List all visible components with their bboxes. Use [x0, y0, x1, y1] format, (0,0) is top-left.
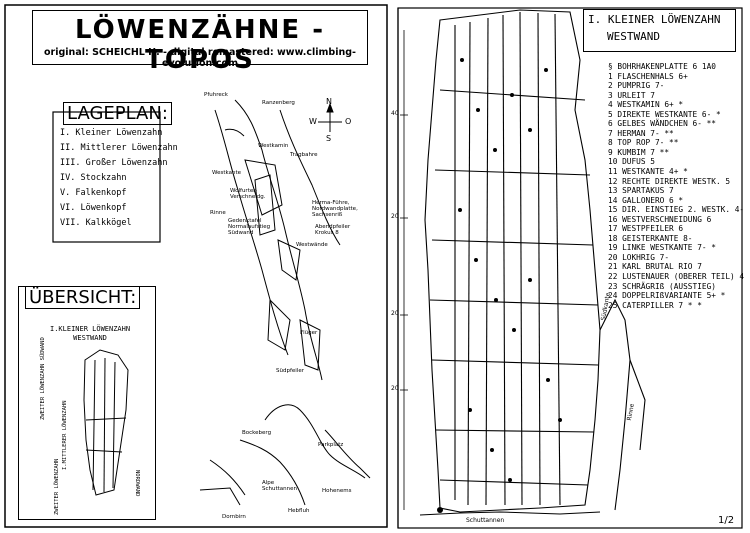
- route-item: 6 GELBES WÄNDCHEN 6- **: [608, 119, 716, 129]
- location-map: [199, 99, 371, 506]
- topo-title-box: [583, 9, 736, 52]
- overview-side-label: ZWEITER LÖWENZAHN: [54, 458, 60, 515]
- compass-o: O: [345, 117, 352, 126]
- lageplan-item: II. Mittlerer Löwenzahn: [60, 143, 178, 153]
- lageplan-item: III. Großer Löwenzahn: [60, 158, 168, 168]
- overview-side-label: NORDWAND: [134, 470, 140, 497]
- route-item: 13 SPARTAKUS 7: [608, 186, 674, 196]
- map-label-ranzenberg: Ranzenberg: [262, 100, 295, 106]
- route-item: 12 RECHTE DIREKTE WESTK. 5: [608, 176, 731, 186]
- route-item: 10 DUFUS 5: [608, 157, 655, 167]
- left-panel-frame: [4, 4, 388, 528]
- map-label-westkante: Westkante: [212, 170, 242, 176]
- scale-mark: 20: [391, 213, 399, 220]
- map-label-alpe: Alpe Schuttannen: [262, 480, 298, 492]
- scale-bar: [400, 30, 408, 510]
- route-item: 25 CATERPILLER 7 * *: [608, 300, 702, 310]
- page-subtitle: original: SCHEICHL H. - digital remaster…: [44, 47, 356, 69]
- route-item: 9 KUMBIM 7 **: [608, 147, 670, 157]
- route-item: 7 HERMAN 7- **: [608, 128, 674, 138]
- map-label-abendpfeiler: Abendpfeiler Krokus 8: [315, 224, 351, 236]
- lageplan-frame: [52, 111, 161, 243]
- map-label-westwaende: Westwände: [296, 242, 328, 248]
- map-label-pfuhreck: Pfuhreck: [204, 92, 228, 98]
- topo-label-schuttannen: Schuttannen: [466, 517, 505, 524]
- route-item: 8 TOP ROP 7- **: [608, 138, 679, 148]
- lageplan-item: IV. Stockzahn: [60, 173, 127, 183]
- route-item: 17 WESTPFEILER 6: [608, 224, 684, 234]
- map-label-rinne: Rinne: [210, 210, 226, 216]
- page-title: LÖWENZÄHNE - TOPOS: [74, 15, 326, 75]
- overview-side-label: ZWEITER LÖWENZAHN SÜDWAND: [40, 337, 46, 420]
- route-item: 20 LOKHRIG 7-: [608, 252, 670, 262]
- wall-topo: [424, 9, 646, 513]
- map-label-suedpfeiler: Südpfeiler: [276, 368, 304, 374]
- map-label-westkamin: Westkamin: [258, 143, 289, 149]
- scale-mark: 20: [391, 385, 399, 392]
- map-label-flueger: Flüger: [300, 330, 318, 336]
- map-label-bockeberg: Bockeberg: [242, 430, 272, 436]
- map-label-wolfurter: Wolfurter- Verschneidg.: [230, 188, 266, 200]
- uebersicht-title: ÜBERSICHT:: [25, 286, 141, 309]
- lageplan-item: V. Falkenkopf: [60, 188, 127, 198]
- compass-icon: [318, 102, 342, 132]
- route-item: § BOHRHAKENPLATTE 6 1A0: [608, 62, 716, 71]
- route-item: 19 LINKE WESTKANTE 7- *: [608, 243, 716, 253]
- map-label-tragbahre: Tragbahre: [290, 152, 318, 158]
- overview-sketch: [83, 349, 129, 496]
- compass-w: W: [309, 117, 317, 126]
- route-item: 11 WESTKANTE 4+ *: [608, 167, 688, 177]
- map-label-parkplatz: Parkplatz: [318, 442, 344, 448]
- route-item: 16 WESTVERSCHNEIDUNG 6: [608, 214, 712, 224]
- route-item: 23 SCHRÄGRIß (AUSSTIEG): [608, 281, 716, 291]
- route-item: 2 PUMPRIG 7-: [608, 81, 665, 91]
- map-label-dornbirn: Dornbirn: [222, 514, 246, 520]
- route-item: 21 KARL BRUTAL RIO 7: [608, 262, 702, 272]
- lageplan-list: I. Kleiner Löwenzahn II. Mittlerer Löwen…: [60, 126, 178, 231]
- lageplan-item: I. Kleiner Löwenzahn: [60, 128, 163, 138]
- compass-s: S: [326, 134, 332, 143]
- page-number: 1/2: [718, 515, 735, 526]
- lageplan-item: VII. Kalkkögel: [60, 218, 132, 228]
- route-item: 4 WESTKAMIN 6+ *: [608, 100, 684, 110]
- route-item: 3 URLEIT 7: [608, 90, 655, 100]
- map-label-herma: Herma-Führe, Nordwandplatte, Sachsenriß: [312, 200, 358, 218]
- compass-n: N: [326, 97, 332, 106]
- overview-side-label: I.MITTLERER LÖWENZAHN: [62, 400, 68, 470]
- topo-title: I. KLEINER LÖWENZAHN: [588, 13, 721, 26]
- map-label-hebfluh: Hebfluh: [288, 508, 310, 514]
- topo-frame: [397, 7, 743, 529]
- lageplan-title: LAGEPLAN:: [63, 102, 172, 125]
- route-item: 14 GALLONERO 6 *: [608, 195, 684, 205]
- route-item: 15 DIR. EINSTIEG 2. WESTK. 4-: [608, 205, 745, 215]
- scale-mark: 40: [391, 110, 399, 117]
- route-item: 18 GEISTERKANTE 8-: [608, 233, 693, 243]
- route-item: 1 FLASCHENHALS 6+: [608, 71, 688, 81]
- title-box: LÖWENZÄHNE - TOPOS original: SCHEICHL H.…: [32, 10, 368, 75]
- route-item: 22 LUSTENAUER (OBERER TEIL) 4: [608, 272, 745, 282]
- bolt-markers: [437, 58, 562, 513]
- route-item: 5 DIREKTE WESTKANTE 6- *: [608, 109, 721, 119]
- topo-subtitle: WESTWAND: [607, 30, 660, 43]
- lageplan-item: VI. Löwenkopf: [60, 203, 127, 213]
- map-label-gedenktafel: Gedenktafel Normalaufstieg Südwand: [228, 218, 271, 236]
- scale-mark: 20: [391, 310, 399, 317]
- uebersicht-label: I.KLEINER LÖWENZAHN WESTWAND: [50, 325, 131, 342]
- map-label-hohenems: Hohenems: [322, 488, 352, 494]
- route-item: 24 DOPPELRIßVARIANTE 5+ *: [608, 291, 726, 301]
